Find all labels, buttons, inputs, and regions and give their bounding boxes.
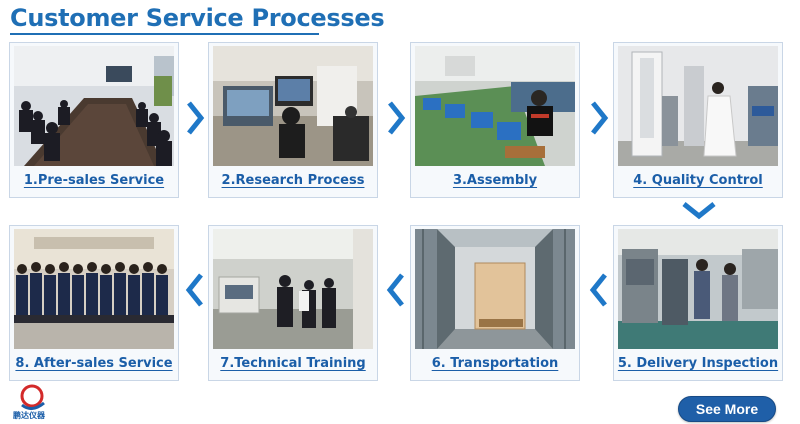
step-card-transportation[interactable]: 6. Transportation	[410, 225, 580, 381]
step-label[interactable]: 6. Transportation	[431, 356, 559, 371]
step-label[interactable]: 1.Pre-sales Service	[23, 173, 165, 188]
chevron-down-icon	[681, 200, 717, 220]
step-card-after-sales[interactable]: 8. After-sales Service	[9, 225, 179, 381]
step-card-technical-training[interactable]: 7.Technical Training	[208, 225, 378, 381]
logo-text: 鹏达仪器	[13, 411, 45, 420]
chevron-left-icon	[589, 272, 609, 308]
step-label[interactable]: 2.Research Process	[221, 173, 365, 188]
step-label[interactable]: 5. Delivery Inspection	[617, 356, 779, 371]
chevron-right-icon	[386, 100, 406, 136]
see-more-button[interactable]: See More	[678, 396, 776, 422]
step-card-assembly[interactable]: 3.Assembly	[410, 42, 580, 198]
step-label[interactable]: 7.Technical Training	[220, 356, 366, 371]
title-underline	[10, 33, 319, 35]
office-workstation-photo	[213, 46, 373, 166]
training-workshop-photo	[213, 229, 373, 349]
step-card-quality-control[interactable]: 4. Quality Control	[613, 42, 783, 198]
step-card-pre-sales[interactable]: 1.Pre-sales Service	[9, 42, 179, 198]
inspection-photo	[618, 229, 778, 349]
step-label[interactable]: 3.Assembly	[452, 173, 538, 188]
chevron-right-icon	[589, 100, 609, 136]
chevron-right-icon	[185, 100, 205, 136]
meeting-room-photo	[14, 46, 174, 166]
step-label[interactable]: 4. Quality Control	[633, 173, 763, 188]
company-logo	[12, 383, 52, 421]
assembly-line-photo	[415, 46, 575, 166]
chevron-left-icon	[185, 272, 205, 308]
lab-testing-photo	[618, 46, 778, 166]
step-label[interactable]: 8. After-sales Service	[15, 356, 173, 371]
shipping-container-photo	[415, 229, 575, 349]
page-title: Customer Service Processes	[10, 4, 385, 32]
chevron-left-icon	[386, 272, 406, 308]
team-group-photo	[14, 229, 174, 349]
step-card-research[interactable]: 2.Research Process	[208, 42, 378, 198]
step-card-delivery-inspection[interactable]: 5. Delivery Inspection	[613, 225, 783, 381]
